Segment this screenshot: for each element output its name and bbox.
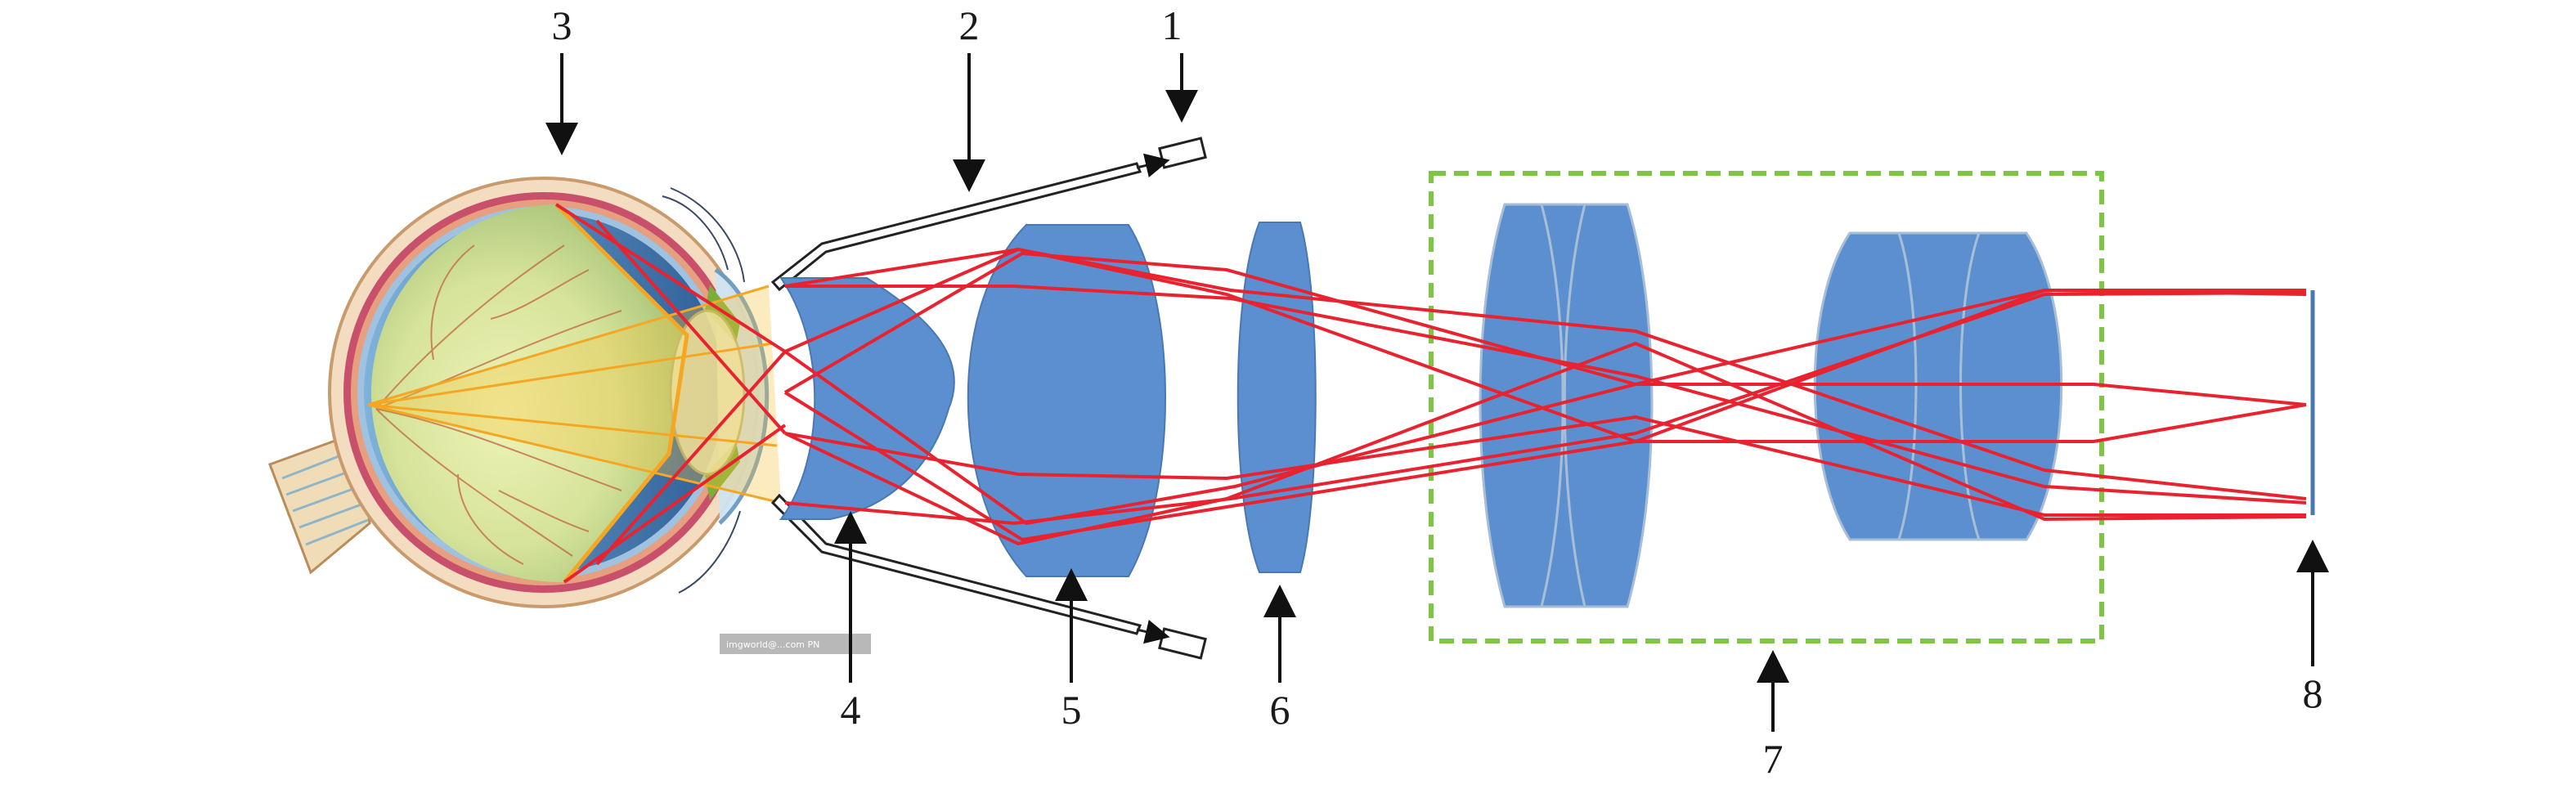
lens-4-contact-objective <box>779 277 955 520</box>
svg-text:8: 8 <box>2303 670 2323 716</box>
lens-group-7-front-triplet <box>1479 203 1654 608</box>
ray-bundles <box>783 247 2307 546</box>
callout-6: 6 <box>1263 585 1296 733</box>
callout-1: 1 <box>1162 2 1198 123</box>
illumination-cone <box>368 286 781 503</box>
watermark-box <box>720 634 871 654</box>
fiber-light-source-bottom <box>1158 627 1207 660</box>
svg-text:2: 2 <box>959 2 980 48</box>
callout-8: 8 <box>2296 540 2329 716</box>
callout-4: 4 <box>834 511 867 733</box>
callout-3: 3 <box>545 2 578 155</box>
illumination-fibers <box>770 137 1207 660</box>
svg-text:3: 3 <box>552 2 572 48</box>
callout-5: 5 <box>1055 568 1088 733</box>
eye-cross-section <box>268 177 787 608</box>
svg-text:4: 4 <box>841 687 861 733</box>
lens-group-7-rear-triplet <box>1813 231 2063 541</box>
fiber-light-source-top <box>1158 137 1207 169</box>
fundus-area <box>370 204 687 583</box>
callout-7: 7 <box>1757 650 1789 782</box>
callout-2: 2 <box>953 2 985 192</box>
svg-text:5: 5 <box>1061 687 1082 733</box>
svg-text:1: 1 <box>1162 2 1183 48</box>
svg-text:7: 7 <box>1763 736 1784 782</box>
svg-text:6: 6 <box>1270 687 1290 733</box>
watermark-text: imgworld@...com PN <box>726 639 819 650</box>
lens-group-7-box <box>1429 171 2104 643</box>
